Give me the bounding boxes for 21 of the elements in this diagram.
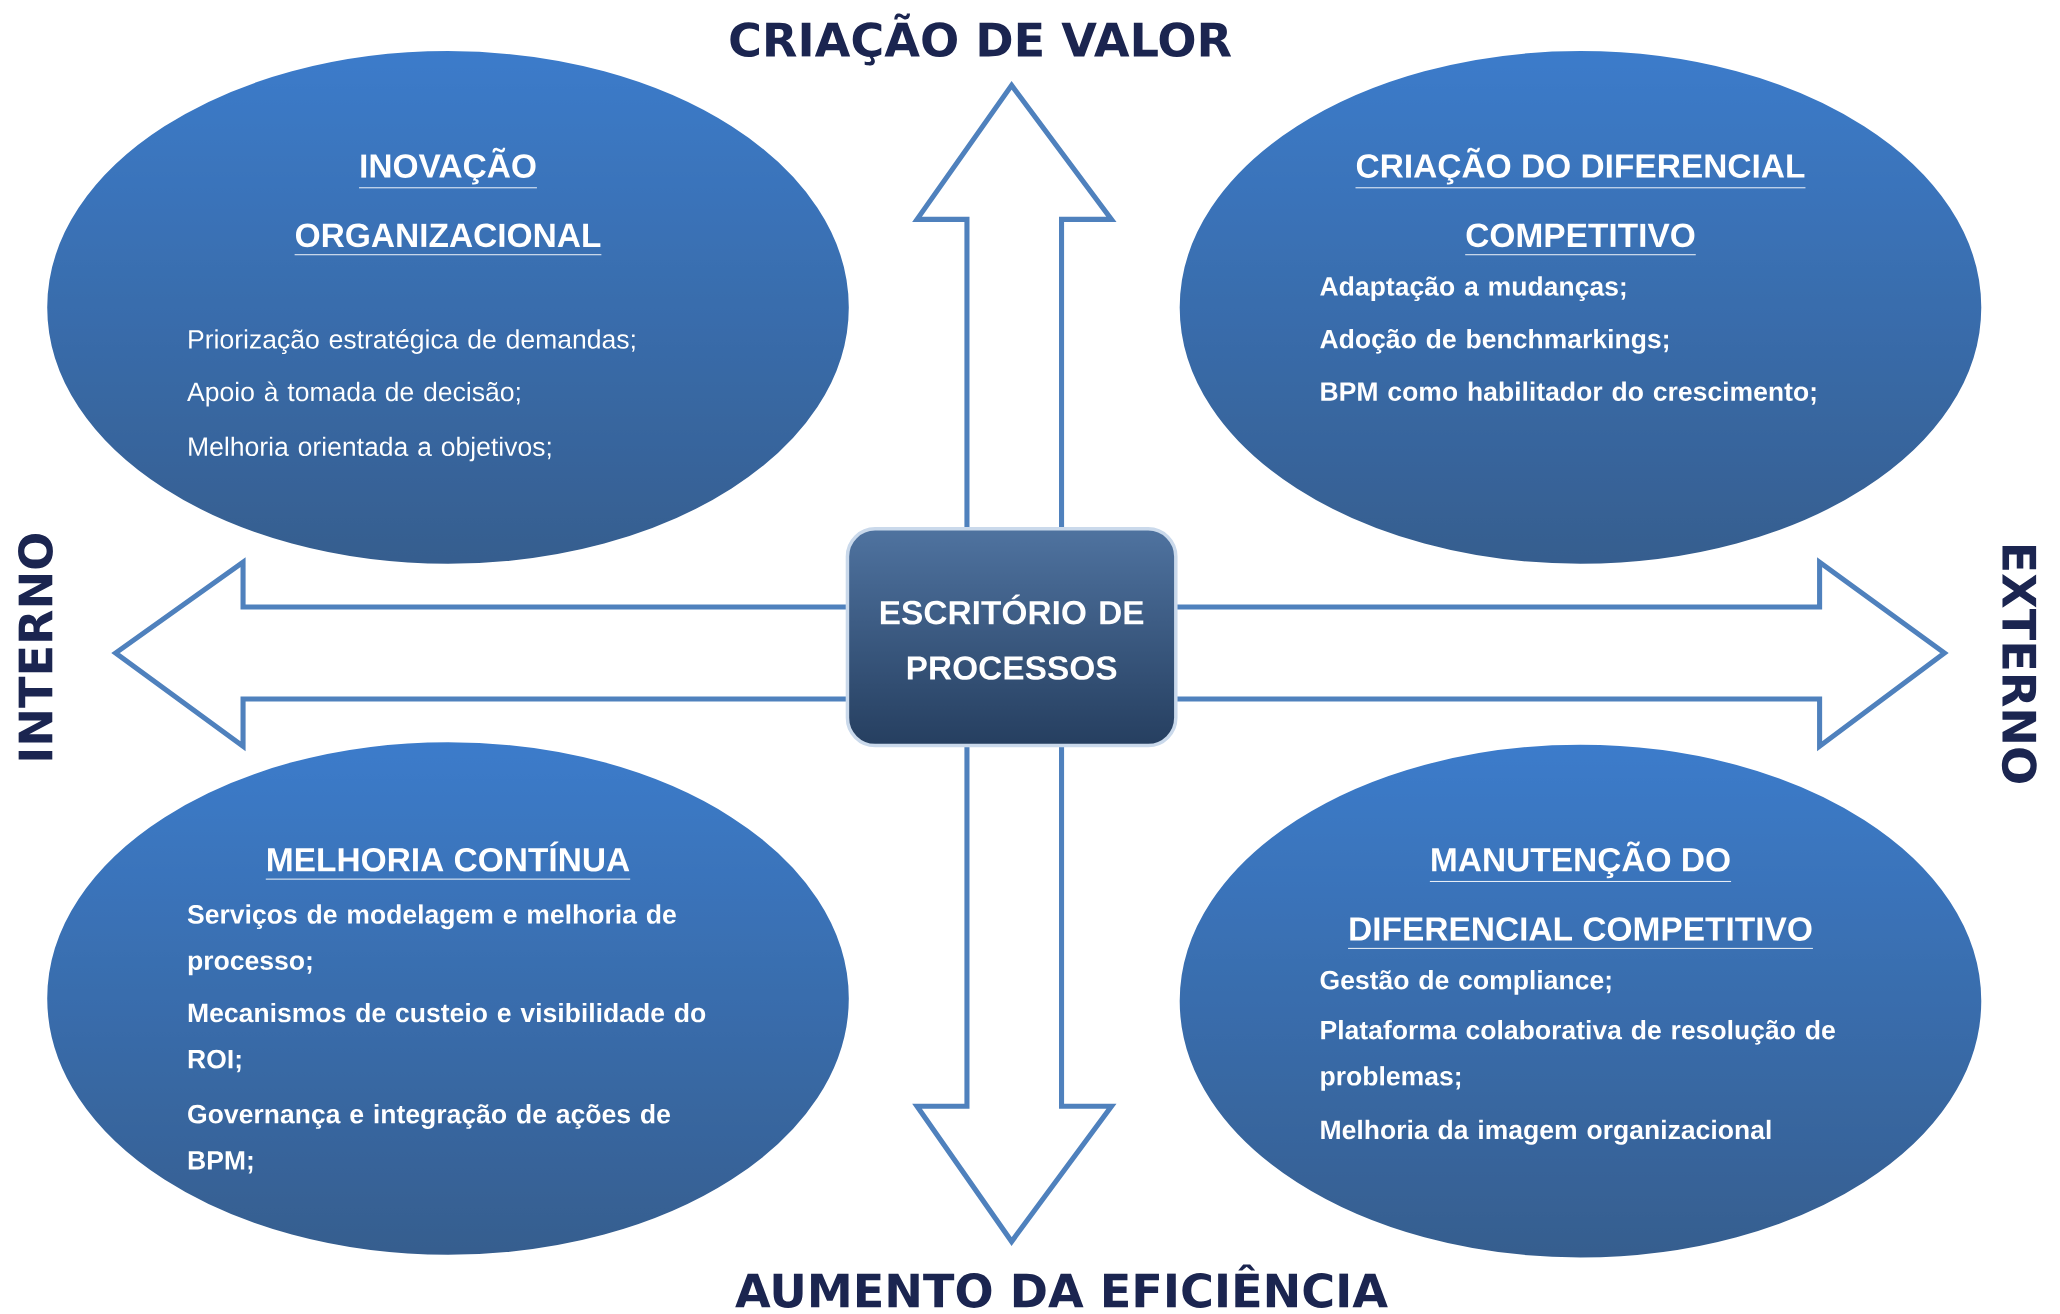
list-item: Governança e integração de ações de BPM;	[188, 1104, 670, 1174]
list-item: Mecanismos de custeio e visibilidade do ROI;	[188, 1003, 706, 1073]
axis-label: AUMENTO DA EFICIÊNCIA	[735, 1264, 1388, 1309]
axis-label: INTERNO	[18, 534, 53, 760]
list-item: Melhoria orientada a objetivos;	[189, 436, 551, 462]
list-item: Priorização estratégica de demandas;	[189, 329, 635, 355]
axis-label: EXTERNO	[2001, 546, 2037, 784]
list-item: Adoção de benchmarkings;	[1320, 329, 1668, 354]
heading: INOVAÇÃO ORGANIZACIONAL	[294, 147, 602, 256]
list-item: BPM como habilitador do crescimento;	[1321, 381, 1816, 405]
heading: CRIAÇÃO DO DIFERENCIAL COMPETITIVO	[1355, 147, 1806, 256]
list-item: Adaptação a mudanças;	[1320, 276, 1626, 302]
heading: MELHORIA CONTÍNUA	[265, 841, 631, 880]
center-box: ESCRITÓRIO DE PROCESSOS	[845, 527, 1178, 748]
list-item: Serviços de modelagem e melhoria de processo;	[187, 904, 676, 976]
list-item: Gestão de compliance;	[1320, 970, 1611, 995]
axis-label: CRIAÇÃO DE VALOR	[730, 13, 1232, 66]
heading: MANUTENÇÃO DO DIFERENCIAL COMPETITIVO	[1347, 841, 1814, 949]
list-item: Plataforma colaborativa de resolução de problemas;	[1321, 1020, 1835, 1091]
list-item: Apoio à tomada de decisão;	[187, 381, 520, 407]
list-item: Melhoria da imagem organizacional	[1321, 1119, 1771, 1145]
